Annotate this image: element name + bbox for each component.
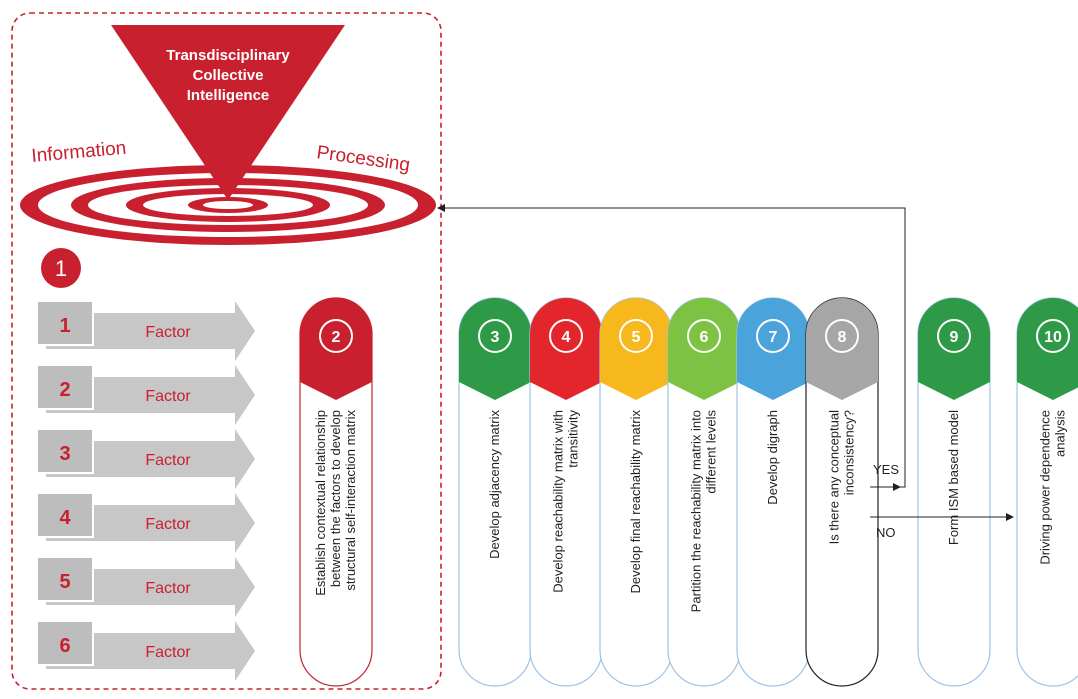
factor-row: 5 Factor	[36, 556, 255, 617]
pill-text-line: Develop digraph	[765, 410, 780, 505]
factor-number: 5	[59, 571, 70, 593]
pill-number: 10	[1044, 329, 1062, 346]
factor-number-box	[36, 620, 94, 666]
factor-number-box	[36, 364, 94, 410]
pill-number: 6	[700, 329, 709, 346]
factor-number: 2	[59, 379, 70, 401]
pill-text-line: Establish contextual relationship	[313, 410, 328, 596]
factor-row: 3 Factor	[36, 428, 255, 489]
pill-text-line: Develop final reachability matrix	[628, 410, 643, 594]
triangle-title-line3: Intelligence	[187, 87, 270, 104]
pill-head	[459, 298, 531, 400]
pill-head	[300, 298, 372, 400]
factor-arrow	[46, 493, 255, 553]
factor-row: 4 Factor	[36, 492, 255, 553]
pill-number: 7	[769, 329, 778, 346]
pill-text-line: between the factors to develop	[328, 410, 343, 587]
factor-label: Factor	[145, 388, 191, 405]
step1-circle	[41, 248, 81, 288]
pill-number-ring	[756, 319, 790, 353]
factor-number-box	[36, 492, 94, 538]
step1-number: 1	[55, 256, 67, 281]
pill-number-ring	[825, 319, 859, 353]
pill-head	[530, 298, 602, 400]
pill-number-ring	[937, 319, 971, 353]
factor-label: Factor	[145, 644, 191, 661]
pill-text-line: Form ISM based model	[946, 410, 961, 545]
pill-text-line: different levels	[704, 410, 719, 494]
factor-arrow	[46, 557, 255, 617]
pill-number-ring	[319, 319, 353, 353]
factor-number: 1	[59, 315, 70, 337]
pill-number: 8	[838, 329, 847, 346]
no-label: NO	[876, 525, 896, 540]
pill-head	[737, 298, 809, 400]
factor-row: 6 Factor	[36, 620, 255, 681]
yes-label: YES	[873, 462, 899, 477]
pill-head	[668, 298, 740, 400]
pill-number-ring	[619, 319, 653, 353]
factor-label: Factor	[145, 452, 191, 469]
triangle-title-line1: Transdisciplinary	[166, 47, 290, 64]
factor-number: 6	[59, 635, 70, 657]
factor-arrow	[46, 301, 255, 361]
phase1-dashed-frame	[11, 12, 442, 690]
pill-head	[806, 298, 878, 400]
pill-number-ring	[549, 319, 583, 353]
arc-label-information: Information	[31, 138, 128, 167]
factor-label: Factor	[145, 516, 191, 533]
factor-arrow	[46, 429, 255, 489]
factor-label: Factor	[145, 324, 191, 341]
pill-number: 2	[332, 329, 341, 346]
pill-number-ring	[1036, 319, 1070, 353]
factor-row: 1 Factor	[36, 300, 255, 361]
pill-number: 3	[491, 329, 500, 346]
pill-head	[918, 298, 990, 400]
pill-number: 4	[562, 329, 571, 346]
factor-number: 3	[59, 443, 70, 465]
pill-head	[1017, 298, 1078, 400]
pill-text-line: Is there any conceptual	[827, 410, 842, 545]
target-rings	[20, 165, 436, 245]
pill-number: 5	[632, 329, 641, 346]
factor-number-box	[36, 556, 94, 602]
pill-text-line: Develop reachability matrix with	[551, 410, 566, 593]
pill-text-line: Driving power dependence	[1038, 410, 1053, 565]
factor-label: Factor	[145, 580, 191, 597]
factor-number: 4	[59, 507, 71, 529]
pill-head	[600, 298, 672, 400]
factor-arrow	[46, 365, 255, 425]
factor-number-box	[36, 300, 94, 346]
pill-number-ring	[687, 319, 721, 353]
pill-text-line: analysis	[1053, 410, 1068, 457]
pill-text-line: Partition the reachability matrix into	[689, 410, 704, 612]
pill-number-ring	[478, 319, 512, 353]
intelligence-triangle	[111, 25, 345, 200]
triangle-title-line2: Collective	[193, 67, 264, 84]
pill-text-line: transitivity	[566, 410, 581, 468]
factor-number-box	[36, 428, 94, 474]
pill-text-line: Develop adjacency matrix	[487, 410, 502, 559]
pill-number: 9	[950, 329, 959, 346]
pill-text-line: inconsistency?	[842, 410, 857, 495]
factor-arrow	[46, 621, 255, 681]
pill-text-line: structural self-interaction matrix	[343, 410, 358, 591]
factor-row: 2 Factor	[36, 364, 255, 425]
